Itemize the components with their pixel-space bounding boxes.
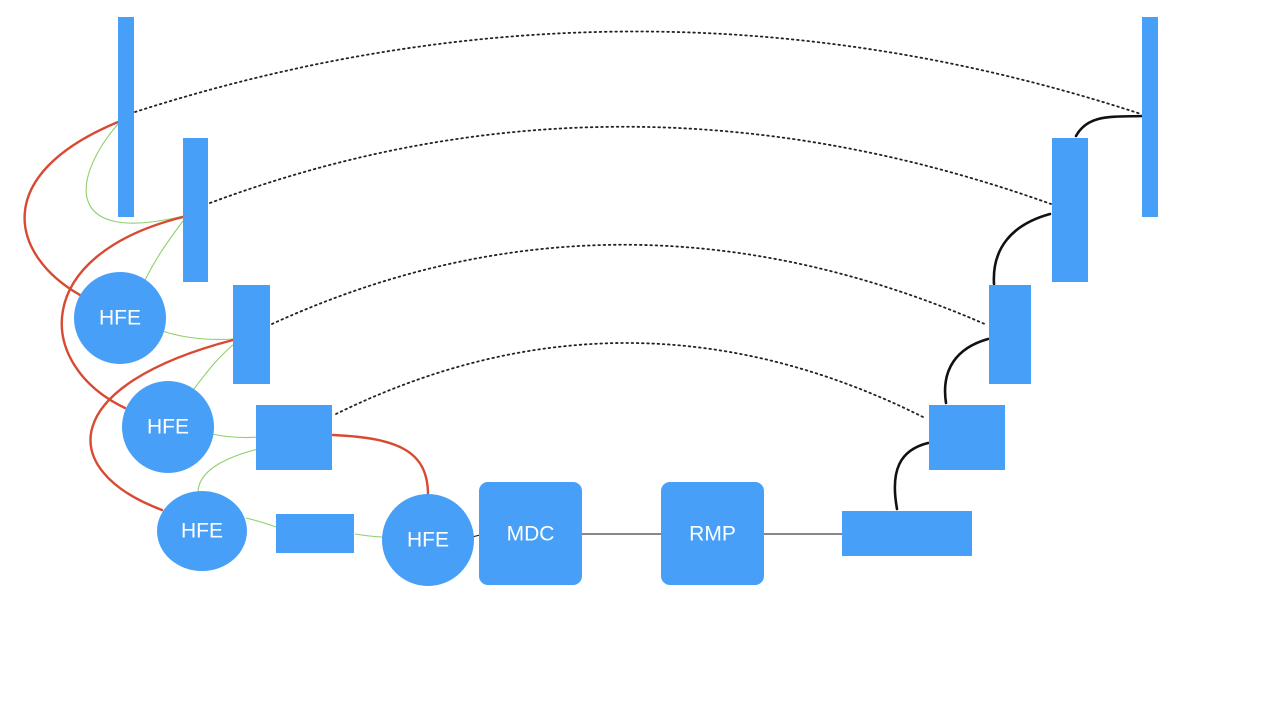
encoder-bar-3 [233, 285, 270, 384]
dotted-link-level-3 [271, 243, 988, 326]
dotted-link-level-4 [335, 342, 926, 419]
mdc-node-shape [479, 482, 582, 585]
green-link-4 [192, 343, 235, 391]
red-link-1 [23, 120, 120, 297]
decoder-block-5 [842, 511, 972, 556]
black-link-2 [992, 212, 1052, 286]
encoder-block-5 [276, 514, 354, 553]
encoder-blocks [118, 17, 354, 553]
hfe-node-3-shape [157, 491, 247, 571]
green-link-3 [161, 330, 235, 340]
red-link-2 [60, 215, 185, 410]
bottleneck-nodes: MDC RMP [479, 482, 764, 585]
green-link-5 [211, 433, 259, 439]
black-link-4 [893, 441, 930, 511]
hfe-node-3: HFE [157, 491, 247, 571]
green-link-2 [144, 220, 184, 281]
red-link-4 [331, 433, 430, 497]
hfe-node-1: HFE [74, 272, 166, 364]
mdc-node-label: MDC [507, 523, 555, 546]
decoder-block-4 [929, 405, 1005, 470]
hfe-node-3-label: HFE [181, 520, 223, 543]
black-link-1 [1074, 114, 1144, 138]
dotted-skip-connections [134, 30, 1142, 419]
black-decoder-links [893, 114, 1144, 511]
hfe-node-4-label: HFE [407, 529, 449, 552]
green-link-6 [197, 448, 259, 494]
dotted-link-level-2 [209, 125, 1052, 205]
red-links [23, 120, 430, 512]
hfe-nodes: HFE HFE HFE HFE [74, 272, 474, 586]
hfe-node-2: HFE [122, 381, 214, 473]
hfe-node-1-label: HFE [99, 307, 141, 330]
decoder-bar-2 [1052, 138, 1088, 282]
green-link-8 [354, 533, 385, 538]
mdc-node: MDC [479, 482, 582, 585]
green-link-1 [85, 123, 184, 224]
encoder-block-4 [256, 405, 332, 470]
dotted-link-level-1 [134, 30, 1142, 115]
rmp-node-shape [661, 482, 764, 585]
hfe-node-4-shape [382, 494, 474, 586]
green-link-7 [245, 517, 277, 528]
black-link-3 [943, 337, 990, 405]
green-links [85, 123, 385, 538]
hfe-node-1-shape [74, 272, 166, 364]
rmp-node-label: RMP [689, 523, 736, 546]
red-link-3 [89, 338, 235, 512]
decoder-bar-3 [989, 285, 1031, 384]
rmp-node: RMP [661, 482, 764, 585]
encoder-bar-1 [118, 17, 134, 217]
decoder-bar-1 [1142, 17, 1158, 217]
hfe-node-2-shape [122, 381, 214, 473]
decoder-blocks [842, 17, 1158, 556]
encoder-bar-2 [183, 138, 208, 282]
hfe-node-2-label: HFE [147, 416, 189, 439]
hfe-node-4: HFE [382, 494, 474, 586]
